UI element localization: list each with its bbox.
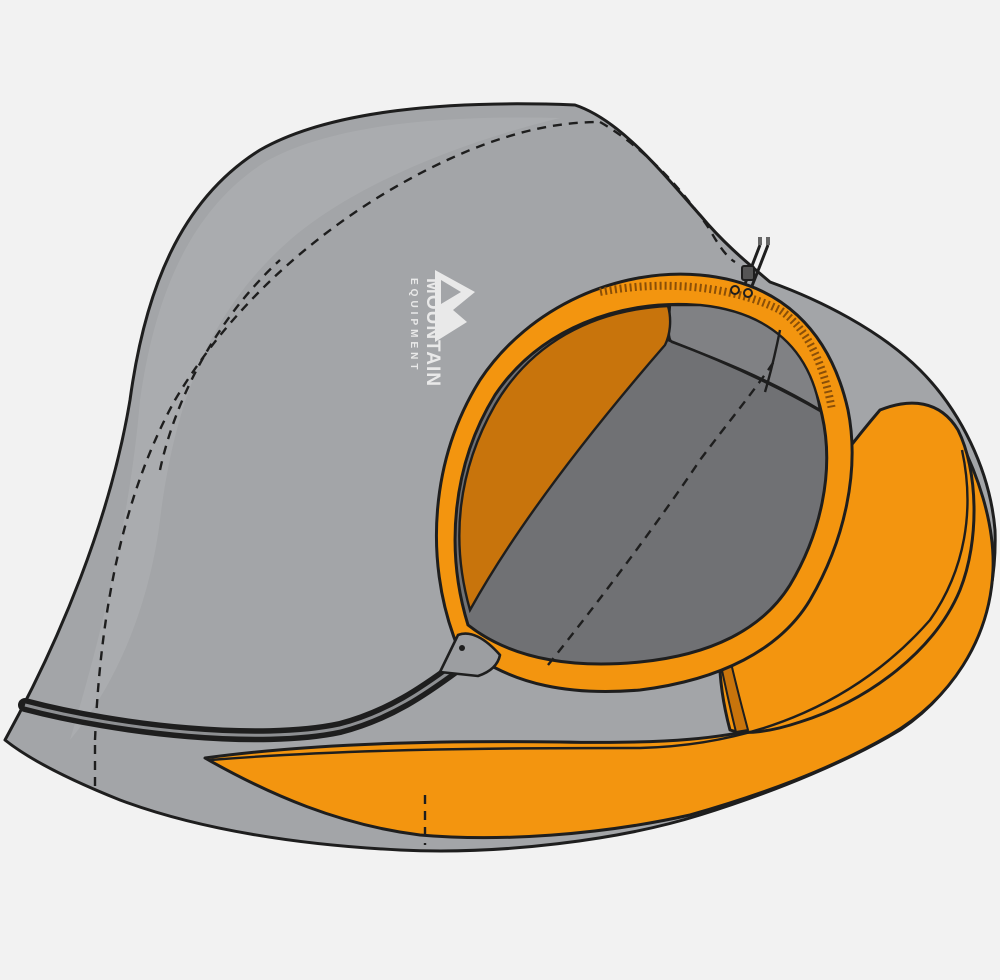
drawcord-toggle-icon	[730, 237, 770, 298]
zipper-puller-icon	[438, 632, 502, 678]
brand-line-1: MOUNTAIN	[422, 278, 443, 387]
collar-rim-line	[209, 449, 969, 762]
brand-logo: MOUNTAIN EQUIPMENT	[408, 270, 475, 387]
brand-line-2: EQUIPMENT	[408, 278, 419, 373]
hood-shell-highlight	[70, 117, 560, 740]
hood-interior-wall	[667, 303, 822, 413]
shell-seam-front	[158, 259, 281, 471]
hood-interior-lining	[458, 304, 672, 614]
shell-seam-top	[599, 120, 736, 264]
collar-lining-lower	[203, 438, 995, 840]
mountain-logo-icon	[435, 270, 475, 342]
interior-seam	[547, 359, 776, 666]
rim-zipper-track	[599, 281, 836, 411]
main-zipper-teeth	[24, 666, 456, 737]
interior-crease	[667, 338, 823, 414]
shell-seam-center	[93, 120, 601, 741]
